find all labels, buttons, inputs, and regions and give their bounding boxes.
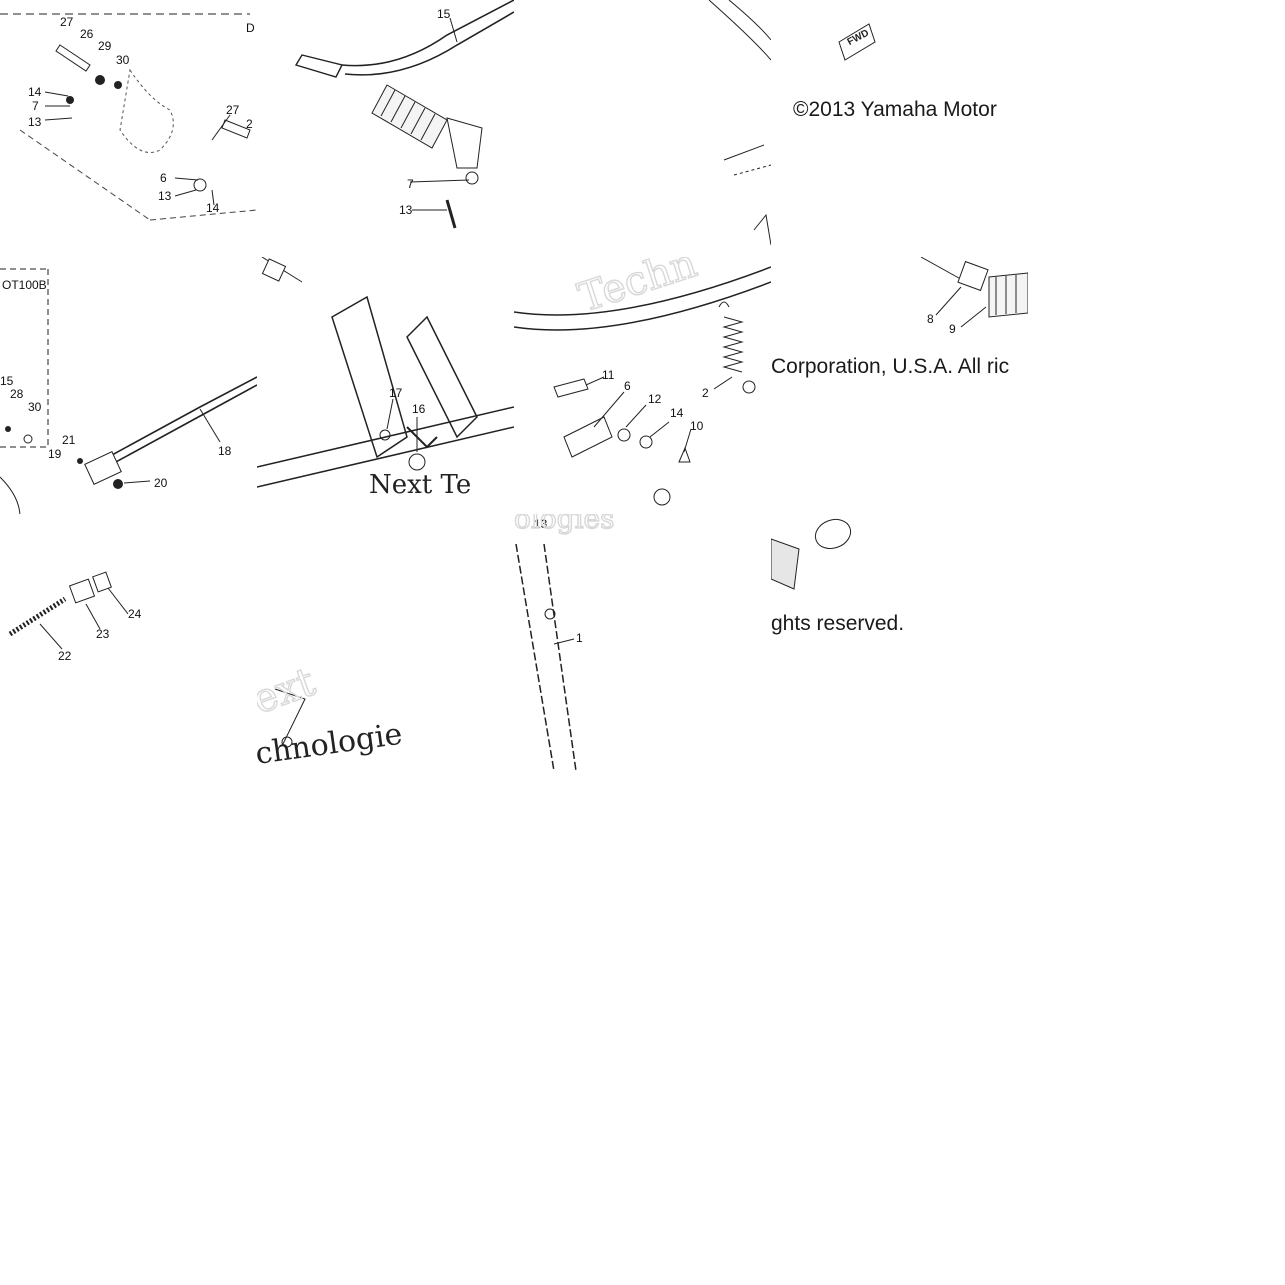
tile-corner-header-drawing: FWD [838,23,876,61]
diagram-tile-top-left: 27 26 29 30 14 7 13 27 2 6 13 14 D [0,0,257,257]
diagram-tile-bottom-left: 22 23 24 [0,514,257,771]
copyright-line-part-3: ghts reserved. [771,612,905,635]
tile-bottom-left-drawing: 22 23 24 [8,571,142,663]
callout-label: 14 [206,201,220,215]
callout-label: 11 [602,368,615,382]
callout-label: 17 [389,386,403,400]
return-spring [718,301,756,394]
callout-label: 22 [58,649,72,663]
watermark-word: ext [257,659,321,724]
watermark-word: Techn [573,257,702,322]
copyright-line-part-1: ©2013 Yamaha Motor [793,98,997,121]
callout-label: 8 [927,312,934,326]
footpeg-rubber [371,84,448,149]
fwd-arrow-icon: FWD [838,23,876,61]
callout-label: 15 [437,7,451,21]
callout-label: 14 [28,85,42,99]
tile-right-middle-drawing: 8 9 [920,257,1028,336]
diagram-tile-center-right: 11 6 12 14 10 2 Techn [514,257,771,514]
callout-label: 27 [60,15,74,29]
diagram-tile-right-middle: 8 9 Corporation, U.S.A. All ric [771,257,1028,514]
diagram-tile-top-middle: 15 7 13 [257,0,514,257]
callout-label: 23 [96,627,110,641]
callout-label: 27 [226,103,240,117]
callout-label: 30 [116,53,130,67]
diagram-tile-corner-header: FWD ©2013 Yamaha Motor [771,0,1028,257]
watermark-word: ologies [514,514,615,535]
diagram-tile-top-right [514,0,771,257]
callout-label: 20 [154,476,168,490]
diagram-tile-side-stand: 1 13 ologies [514,514,771,771]
callout-label: 13 [158,189,172,203]
callout-label: 6 [624,379,631,393]
tile-top-right-drawing [708,0,771,246]
tile-center-right-drawing: 11 6 12 14 10 2 Techn [514,257,771,506]
diagram-tile-center: 17 16 Next Te [257,257,514,514]
callout-label: 21 [62,433,76,447]
callout-label: 7 [32,99,39,113]
watermark-word: Next Te [369,470,471,500]
callout-label: 9 [949,322,956,336]
tile-side-stand-drawing: 1 13 ologies [514,514,615,771]
callout-label: 1 [576,631,583,645]
callout-label: 30 [28,400,42,414]
copyright-line-part-2: Corporation, U.S.A. All ric [771,355,1010,378]
tile-bottom-middle-drawing: ext chnologie [257,658,404,771]
callout-label: 10 [690,419,704,433]
callout-label: 13 [399,203,413,217]
tile-left-middle-drawing: OT100B 15 28 30 21 19 18 20 [0,268,257,514]
diagram-tile-left-middle: OT100B 15 28 30 21 19 18 20 [0,257,257,514]
watermark-word: chnologie [257,717,404,771]
callout-label: 15 [0,374,14,388]
tile-center-drawing: 17 16 Next Te [257,257,514,500]
callout-label: 28 [10,387,24,401]
callout-label: 26 [80,27,94,41]
tile-top-left-drawing: 27 26 29 30 14 7 13 27 2 6 13 14 D [0,13,257,221]
callout-label: 2 [702,386,709,400]
tile-top-middle-drawing: 15 7 13 [294,0,514,229]
frame-label-d: D [246,21,255,35]
callout-label: 16 [412,402,426,416]
callout-label: 14 [670,406,684,420]
callout-label: 7 [407,177,414,191]
callout-label: 29 [98,39,112,53]
callout-label: 6 [160,171,167,185]
callout-label: 18 [218,444,232,458]
diagram-tile-bottom-middle: ext chnologie [257,514,514,771]
frame-label-opt: OT100B [2,278,47,292]
callout-label: 13 [534,517,548,531]
callout-label: 13 [28,115,42,129]
callout-label: 2 [246,117,253,131]
tile-bottom-right-drawing [771,518,852,590]
callout-label: 24 [128,607,142,621]
coil-spring [8,596,67,637]
callout-label: 19 [48,447,62,461]
callout-label: 12 [648,392,662,406]
diagram-tile-bottom-right: ghts reserved. [771,514,1028,771]
